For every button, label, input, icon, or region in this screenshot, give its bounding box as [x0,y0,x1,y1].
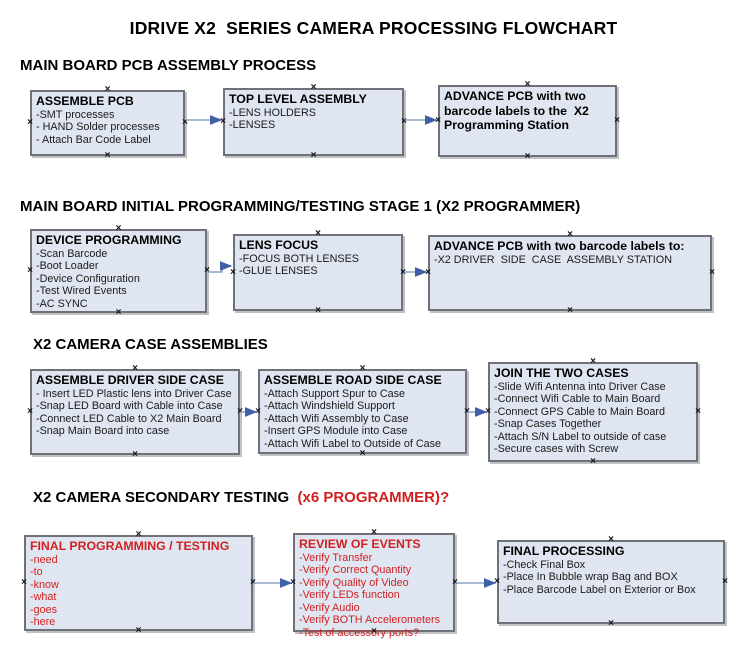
box-item: -goes [30,603,58,616]
flow-box-advance-pcb-to-driver-side-case-station: ADVANCE PCB with two barcode labels to:-… [428,235,712,311]
box-item: -need [30,553,58,566]
box-item: -Check Final Box [503,558,586,571]
page-title: IDRIVE X2 SERIES CAMERA PROCESSING FLOWC… [129,18,618,38]
section-heading-text: MAIN BOARD PCB ASSEMBLY PROCESS [20,57,317,74]
flow-box-final-programming-testing: FINAL PROGRAMMING / TESTING-need-to-know… [24,535,253,631]
box-item: -X2 DRIVER SIDE CASE ASSEMBLY STATION [434,253,672,266]
box-item: -Connect LED Cable to X2 Main Board [36,412,222,425]
section-heading-red-text: (x6 PROGRAMMER)? [297,489,450,506]
box-item: -Test Wired Events [36,285,127,297]
box-item: - HAND Solder processes [36,121,160,133]
box-item: -Test of accessory ports? [299,626,420,639]
box-item: -Slide Wifi Antenna into Driver Case [494,380,666,393]
box-item: -LENS HOLDERS [229,106,316,119]
box-item: -Secure cases with Screw [494,443,619,455]
section-heading-3: X2 CAMERA CASE ASSEMBLIES [33,336,268,353]
flow-box-review-of-events: REVIEW OF EVENTS-Verify Transfer-Verify … [293,533,455,639]
flow-box-join-the-two-cases: JOIN THE TWO CASES-Slide Wifi Antenna in… [488,362,698,462]
box-item: -Device Configuration [36,272,140,285]
box-title: FINAL PROGRAMMING / TESTING [30,539,230,553]
box-item: -AC SYNC [36,297,88,310]
section-heading-text: X2 CAMERA SECONDARY TESTING [33,489,298,506]
box-item: -Snap Main Board into case [36,425,170,437]
box-title: ADVANCE PCB with two barcode labels to t… [444,89,593,132]
box-item: -Verify BOTH Accelerometers [299,614,440,626]
box-title: REVIEW OF EVENTS [299,537,421,551]
flow-box-top-level-assembly: TOP LEVEL ASSEMBLY-LENS HOLDERS-LENSES [223,88,404,156]
flow-box-final-processing: FINAL PROCESSING-Check Final Box-Place I… [497,540,725,624]
flow-box-assemble-pcb: ASSEMBLE PCB-SMT processes- HAND Solder … [30,90,185,156]
flow-box-device-programming: DEVICE PROGRAMMING-Scan Barcode-Boot Loa… [30,229,207,313]
box-item: -Snap LED Board with Cable into Case [36,400,223,412]
box-title: LENS FOCUS [239,238,319,252]
connector-arrow-3 [208,261,233,273]
flow-box-assemble-driver-side-case: ASSEMBLE DRIVER SIDE CASE- Insert LED Pl… [30,369,240,455]
flow-box-advance-pcb-to-programming-station: ADVANCE PCB with two barcode labels to t… [438,85,617,157]
section-heading-text: X2 CAMERA CASE ASSEMBLIES [33,336,268,353]
flow-box-assemble-road-side-case: ASSEMBLE ROAD SIDE CASE-Attach Support S… [258,369,467,454]
box-item: -Boot Loader [36,260,99,272]
box-item: -here [30,616,56,628]
box-item: -Snap Cases Together [494,418,602,430]
box-item: - Insert LED Plastic lens into Driver Ca… [36,387,232,400]
section-heading-4: X2 CAMERA SECONDARY TESTING (x6 PROGRAMM… [33,489,449,506]
box-item: -what [30,591,57,603]
box-title: ASSEMBLE DRIVER SIDE CASE [36,373,224,387]
box-item: -Attach Wifi Assembly to Case [264,412,409,425]
box-title: JOIN THE TWO CASES [494,366,629,380]
box-title: ASSEMBLE PCB [36,94,134,108]
box-item: -Attach S/N Label to outside of case [494,430,667,443]
box-item: -Attach Wifi Label to Outside of Case [264,437,442,450]
box-item: -Verify Correct Quantity [299,564,412,576]
box-title: TOP LEVEL ASSEMBLY [229,92,367,106]
box-title: ASSEMBLE ROAD SIDE CASE [264,373,442,387]
box-title: ADVANCE PCB with two barcode labels to: [434,239,685,253]
box-item: -SMT processes [36,108,115,121]
box-item: -Connect GPS Cable to Main Board [494,405,666,418]
section-heading-text: MAIN BOARD INITIAL PROGRAMMING/TESTING S… [20,198,581,215]
box-item: -Connect Wifi Cable to Main Board [494,393,661,405]
section-heading-1: MAIN BOARD PCB ASSEMBLY PROCESS [20,57,316,74]
flow-box-lens-focus: LENS FOCUS-FOCUS BOTH LENSES-GLUE LENSES [233,234,403,311]
box-item: -Verify Transfer [299,551,373,564]
box-item: -Place Barcode Label on Exterior or Box [503,583,696,596]
box-item: -know [30,578,59,591]
box-item: -Attach Support Spur to Case [264,387,406,400]
box-title: FINAL PROCESSING [503,544,625,558]
box-item: -Place In Bubble wrap Bag and BOX [503,571,678,583]
box-item: - Attach Bar Code Label [36,133,151,146]
box-item: -Verify Quality of Video [299,576,409,589]
box-item: -Insert GPS Module into Case [264,425,408,437]
box-item: -LENSES [229,119,276,131]
box-item: -Scan Barcode [36,247,108,260]
box-item: -Verify LEDs function [299,589,400,601]
box-item: -FOCUS BOTH LENSES [239,252,359,265]
box-title: DEVICE PROGRAMMING [36,233,182,247]
box-item: -Verify Audio [299,601,360,614]
box-item: -to [30,566,43,578]
box-item: -GLUE LENSES [239,265,318,277]
box-item: -Attach Windshield Support [264,400,395,412]
section-heading-2: MAIN BOARD INITIAL PROGRAMMING/TESTING S… [20,198,580,215]
